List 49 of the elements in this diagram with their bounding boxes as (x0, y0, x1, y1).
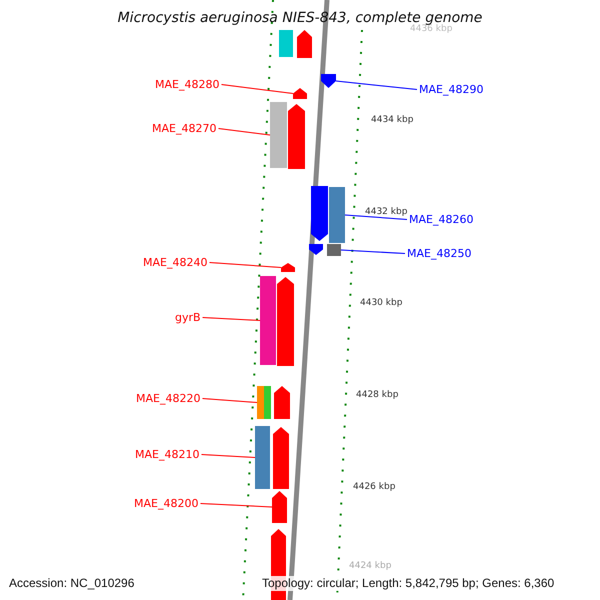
leader-line (200, 503, 272, 508)
leader-line (218, 128, 270, 136)
gene-block (327, 244, 341, 256)
gene-block (255, 426, 270, 489)
gene-label: MAE_48260 (409, 213, 474, 226)
gene-label: MAE_48200 (134, 497, 198, 510)
gene-block (288, 104, 305, 169)
leader-line (208, 262, 282, 268)
gene-block (293, 88, 307, 99)
gene-block (273, 427, 289, 489)
title: Microcystis aeruginosa NIES-843, complete genome (116, 10, 484, 26)
gene-block (264, 386, 271, 419)
scale-label: 4426 kbp (353, 481, 396, 493)
gene-block (329, 187, 345, 243)
leader-line (344, 214, 408, 220)
gene-label: MAE_48290 (419, 83, 484, 96)
gene-label: MAE_48220 (136, 392, 200, 405)
gene-block (272, 491, 287, 523)
gene-block (321, 74, 336, 88)
gene-label: MAE_48270 (152, 122, 216, 135)
scale-label: 4432 kbp (365, 206, 408, 218)
leader-line (202, 317, 260, 321)
gene-block (260, 276, 276, 365)
scale-label: 4424 kbp (349, 560, 392, 572)
gene-block (311, 186, 328, 241)
info-text: Accession: NC_010296 (9, 576, 134, 591)
gene-block (279, 30, 293, 57)
gene-label: MAE_48280 (155, 78, 220, 91)
gene-label: MAE_48240 (143, 256, 208, 269)
gene-label: gyrB (175, 311, 201, 324)
leader-line (202, 398, 258, 403)
leader-line (336, 80, 418, 90)
info-text: Topology: circular; Length: 5,842,795 bp; Genes: 6,360 (262, 576, 554, 591)
leader-line (220, 84, 294, 94)
scale-label: 4430 kbp (360, 297, 402, 309)
gene-block (281, 263, 295, 272)
gene-block (270, 102, 287, 168)
gene-block (274, 386, 290, 419)
scale-label: 4428 kbp (356, 389, 398, 401)
gene-label: MAE_48250 (407, 247, 472, 260)
gene-block (257, 386, 264, 419)
gene-block (277, 277, 294, 366)
scale-label: 4434 kbp (371, 114, 414, 126)
gene-label: MAE_48210 (135, 448, 200, 461)
gene-block (297, 30, 312, 58)
gene-block (309, 244, 323, 255)
leader-line (200, 454, 256, 458)
scale-label: 4436 kbp (410, 24, 452, 35)
leader-line (340, 250, 406, 254)
